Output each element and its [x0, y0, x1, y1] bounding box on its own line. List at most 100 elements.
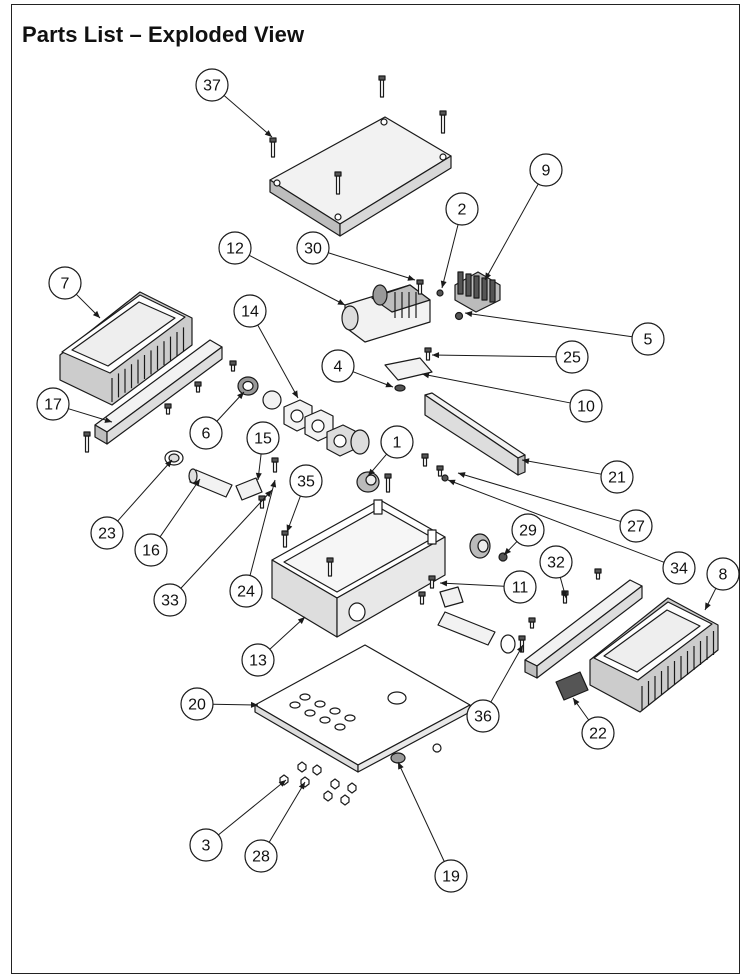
leader-line: [180, 489, 273, 589]
callout-23: 23: [90, 459, 173, 550]
screw: [281, 530, 289, 548]
callout-circle: [466, 699, 500, 733]
washer: [500, 634, 516, 654]
leader-arrow: [270, 480, 277, 488]
callout-4: 4: [321, 349, 394, 388]
leader-line: [218, 779, 287, 836]
callout-label: 2: [458, 202, 467, 219]
leader-arrow: [522, 458, 530, 465]
leader-arrow: [264, 130, 272, 137]
callout-circle: [36, 387, 70, 421]
enclosure-box: [271, 499, 446, 638]
callout-label: 35: [297, 474, 315, 491]
callout-label: 5: [644, 332, 653, 349]
screw: [334, 171, 342, 195]
callout-34: 34: [447, 479, 696, 585]
screw: [271, 457, 279, 473]
callout-5: 5: [464, 311, 665, 356]
callout-27: 27: [457, 472, 653, 543]
callout-label: 8: [719, 567, 728, 584]
linear-actuator: [341, 284, 431, 343]
callout-label: 21: [608, 470, 626, 487]
leader-line: [269, 616, 306, 650]
leader-line: [397, 761, 445, 862]
callout-label: 29: [519, 523, 537, 540]
foot: [390, 752, 406, 764]
leader-line: [268, 781, 306, 843]
callout-circle: [195, 68, 229, 102]
fitting: [350, 429, 370, 455]
leader-arrow: [573, 698, 580, 706]
callout-12: 12: [218, 231, 346, 306]
callout-label: 15: [254, 431, 272, 448]
leader-line: [439, 582, 505, 587]
leader-arrow: [237, 392, 244, 400]
callout-circle: [581, 716, 615, 750]
nut: [436, 289, 444, 297]
callout-label: 30: [304, 241, 322, 258]
callout-21: 21: [521, 458, 634, 494]
callout-20: 20: [180, 687, 259, 721]
screw: [229, 360, 237, 372]
leader-arrow: [407, 275, 415, 281]
label-plate: [555, 671, 589, 701]
callout-circle: [233, 294, 267, 328]
callout-label: 13: [249, 653, 267, 670]
leader-arrow: [458, 472, 466, 478]
callout-22: 22: [572, 697, 615, 750]
leader-line: [490, 644, 524, 703]
callout-33: 33: [153, 489, 273, 617]
leader-arrow: [104, 417, 112, 423]
bracket-rail: [94, 339, 223, 445]
leader-line: [352, 371, 394, 388]
callout-label: 33: [161, 593, 179, 610]
callout-16: 16: [134, 478, 201, 567]
leader-arrow: [440, 280, 447, 288]
leader-arrow: [368, 468, 375, 476]
screw: [528, 617, 536, 629]
terminal-block: [454, 271, 501, 313]
callout-circle: [189, 416, 223, 450]
callout-circle: [289, 464, 323, 498]
callout-29: 29: [503, 513, 545, 556]
callout-circle: [189, 828, 223, 862]
bracket-rail: [524, 579, 643, 679]
callout-2: 2: [440, 192, 479, 289]
screw: [269, 137, 277, 158]
leader-line: [248, 254, 346, 306]
callout-24: 24: [229, 479, 277, 608]
callout-28: 28: [244, 781, 306, 873]
leader-line: [441, 224, 459, 289]
callout-25: 25: [431, 340, 589, 374]
callout-circle: [244, 839, 278, 873]
callout-15: 15: [246, 421, 280, 481]
callout-11: 11: [439, 570, 537, 604]
leader-line: [257, 324, 299, 399]
callout-label: 19: [442, 869, 460, 886]
callout-circle: [503, 570, 537, 604]
leader-line: [431, 354, 557, 358]
nut: [498, 552, 508, 562]
callout-circle: [180, 687, 214, 721]
mounting-plate: [254, 644, 471, 773]
hinge-bracket: [235, 477, 263, 501]
hex-nut: [330, 778, 340, 790]
callout-label: 7: [61, 276, 70, 293]
callout-circle: [569, 389, 603, 423]
leader-arrow: [92, 310, 100, 318]
screw: [418, 591, 426, 605]
leader-arrow: [465, 311, 473, 317]
leader-line: [328, 252, 416, 281]
callout-circle: [90, 516, 124, 550]
callout-10: 10: [421, 372, 603, 423]
o-ring: [441, 474, 449, 482]
leader-arrow: [422, 372, 430, 379]
leader-arrow: [504, 547, 512, 555]
leader-line: [212, 703, 259, 706]
screw: [421, 453, 429, 467]
screw: [436, 465, 444, 477]
callout-label: 14: [241, 304, 259, 321]
screw: [416, 279, 424, 295]
leader-arrow: [278, 780, 286, 787]
screw: [378, 75, 386, 98]
